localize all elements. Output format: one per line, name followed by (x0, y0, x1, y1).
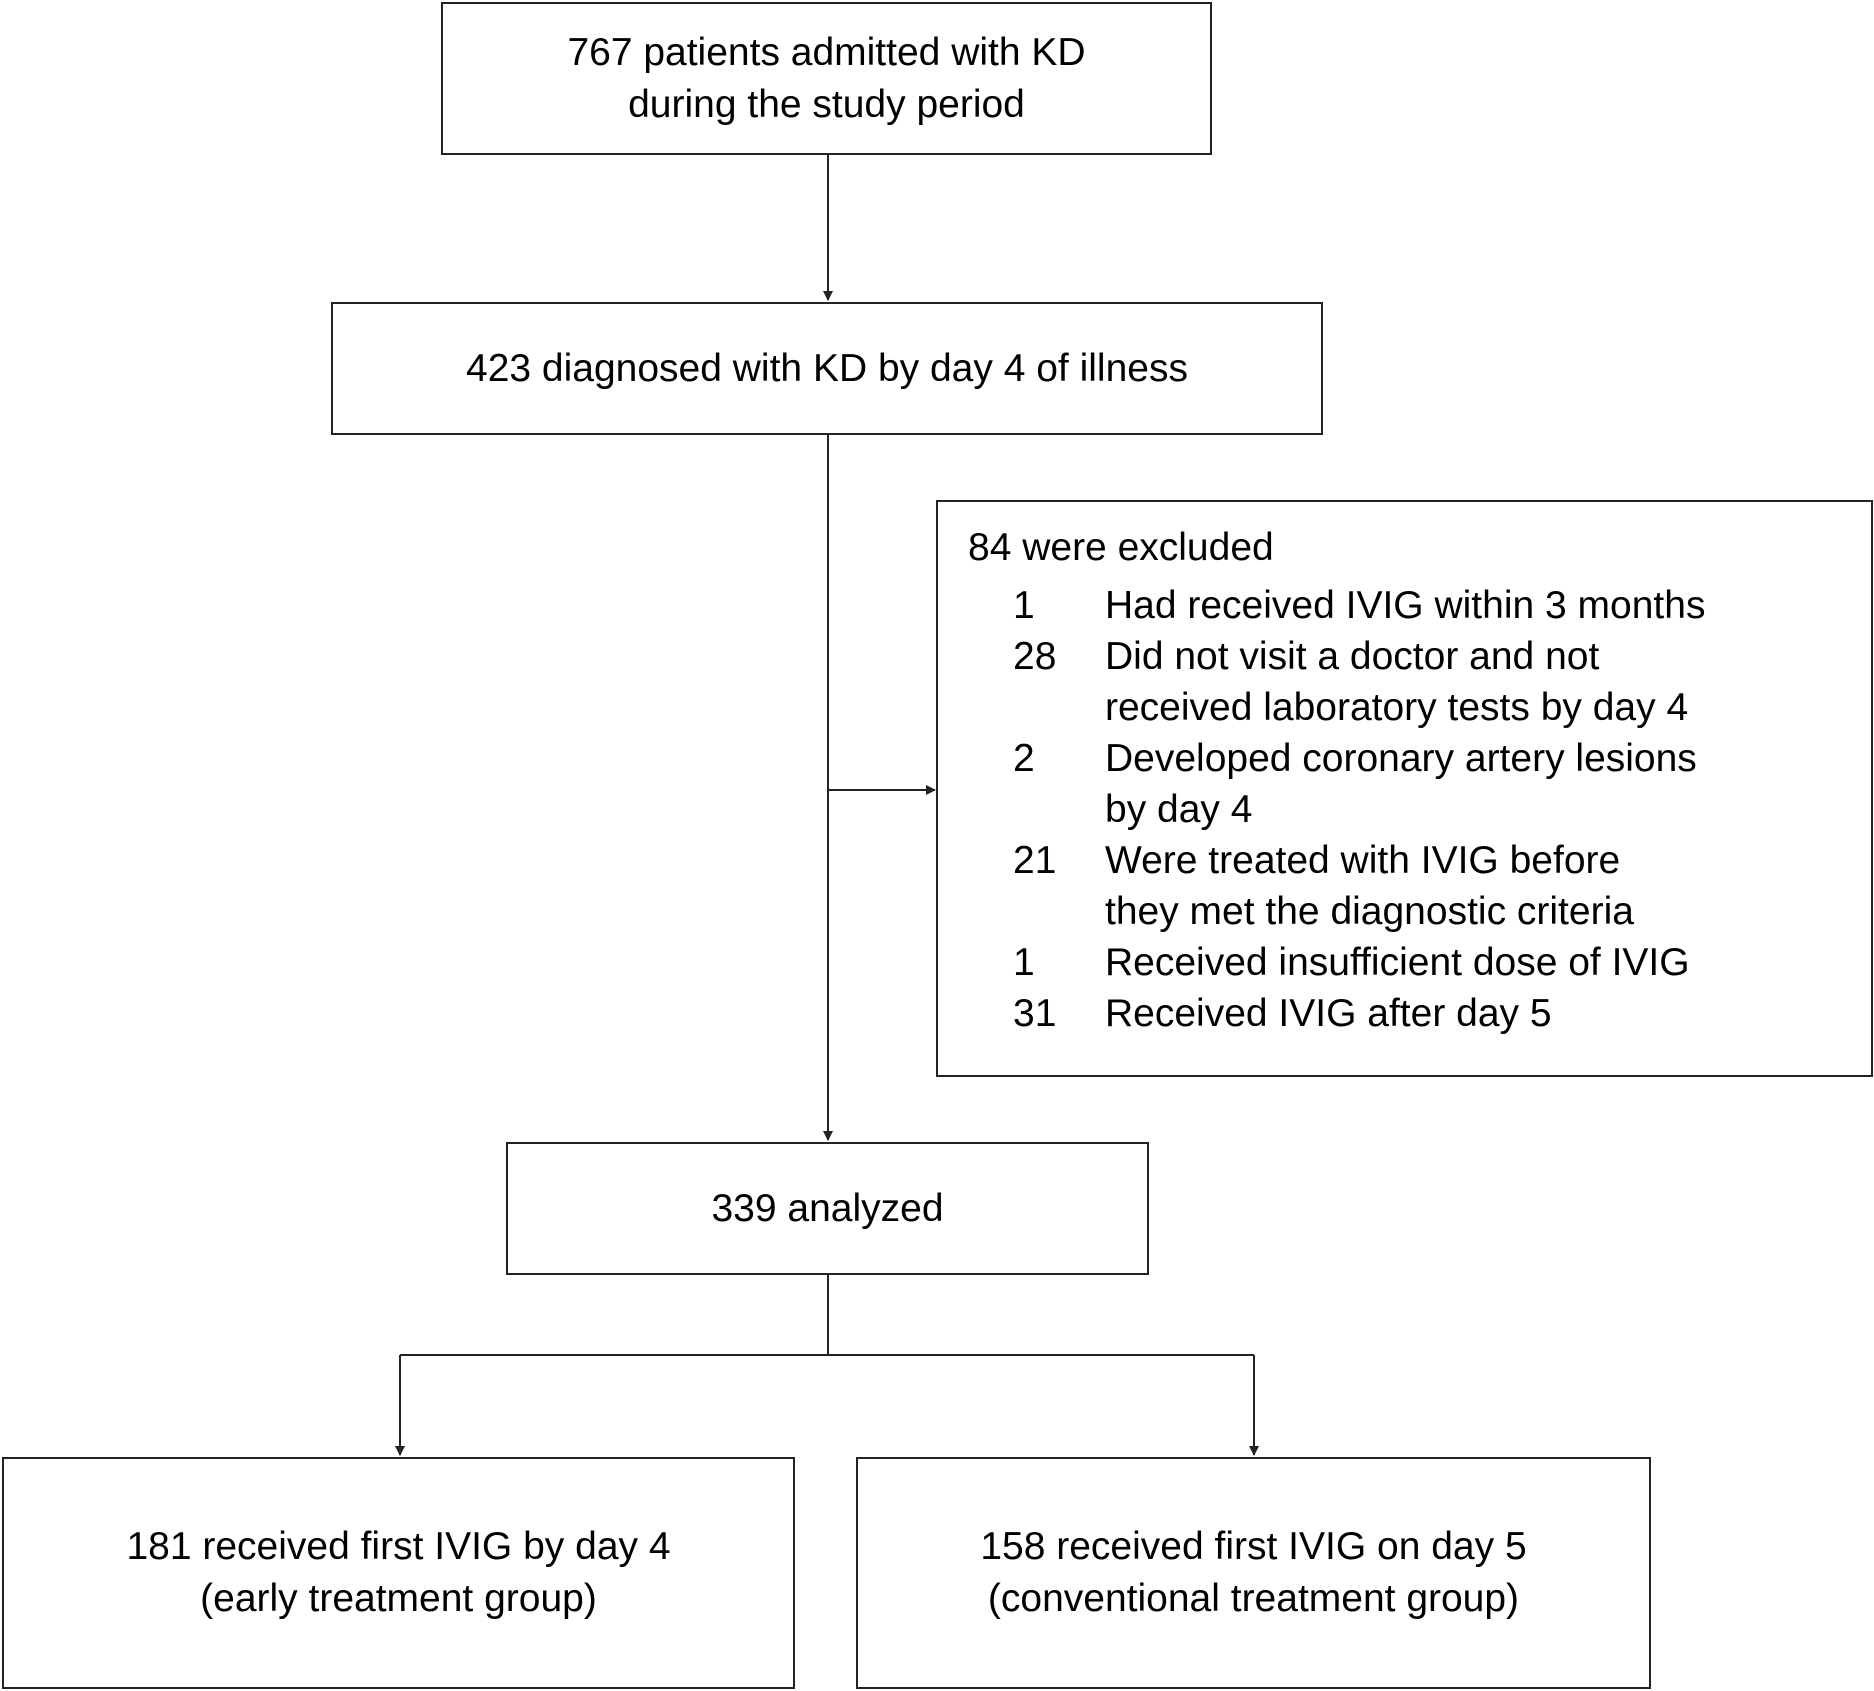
exclusion-reason: received laboratory tests by day 4 (1105, 686, 1689, 729)
exclusion-item: 2 Developed coronary artery lesions by d… (1013, 733, 1705, 835)
exclusion-reason: Developed coronary artery lesions (1105, 737, 1697, 780)
early-treatment-box: 181 received first IVIG by day 4 (early … (2, 1457, 795, 1689)
diagnosed-line: 423 diagnosed with KD by day 4 of illnes… (466, 346, 1188, 390)
exclusion-item: 1 Had received IVIG within 3 months (1013, 580, 1705, 631)
exclusion-item: 1 Received insufficient dose of IVIG (1013, 937, 1705, 988)
exclusion-count: 1 (1013, 584, 1035, 627)
conventional-treatment-box: 158 received first IVIG on day 5 (conven… (856, 1457, 1651, 1689)
conventional-line-1: 158 received first IVIG on day 5 (980, 1525, 1527, 1568)
exclusion-reason: Received insufficient dose of IVIG (1105, 941, 1690, 984)
exclusion-count: 28 (1013, 635, 1057, 678)
exclusion-reason: by day 4 (1105, 788, 1253, 831)
exclusion-reason: Received IVIG after day 5 (1105, 992, 1552, 1035)
early-line-2: (early treatment group) (200, 1577, 597, 1620)
exclusion-item: 31 Received IVIG after day 5 (1013, 988, 1705, 1039)
analyzed-box: 339 analyzed (506, 1142, 1149, 1275)
exclusion-reason: they met the diagnostic criteria (1105, 890, 1634, 933)
admitted-line-1: 767 patients admitted with KD (567, 30, 1086, 74)
admitted-line-2: during the study period (628, 82, 1025, 126)
exclusion-item: 21 Were treated with IVIG before they me… (1013, 835, 1705, 937)
exclusion-count: 2 (1013, 737, 1035, 780)
exclusion-count: 1 (1013, 941, 1035, 984)
analyzed-line: 339 analyzed (711, 1186, 944, 1230)
exclusion-list: 1 Had received IVIG within 3 months 28 D… (1013, 580, 1705, 1039)
admitted-box: 767 patients admitted with KD during the… (441, 2, 1212, 155)
exclusion-count: 31 (1013, 992, 1057, 1035)
diagnosed-box: 423 diagnosed with KD by day 4 of illnes… (331, 302, 1323, 435)
conventional-line-2: (conventional treatment group) (987, 1577, 1520, 1620)
exclusion-count: 21 (1013, 839, 1057, 882)
exclusion-reason: Did not visit a doctor and not (1105, 635, 1600, 678)
excluded-title: 84 were excluded (968, 526, 1274, 569)
early-line-1: 181 received first IVIG by day 4 (126, 1525, 671, 1568)
exclusion-reason: Were treated with IVIG before (1105, 839, 1621, 882)
excluded-box: 84 were excluded 1 Had received IVIG wit… (936, 500, 1873, 1077)
exclusion-reason: Had received IVIG within 3 months (1105, 584, 1706, 627)
exclusion-item: 28 Did not visit a doctor and not receiv… (1013, 631, 1705, 733)
